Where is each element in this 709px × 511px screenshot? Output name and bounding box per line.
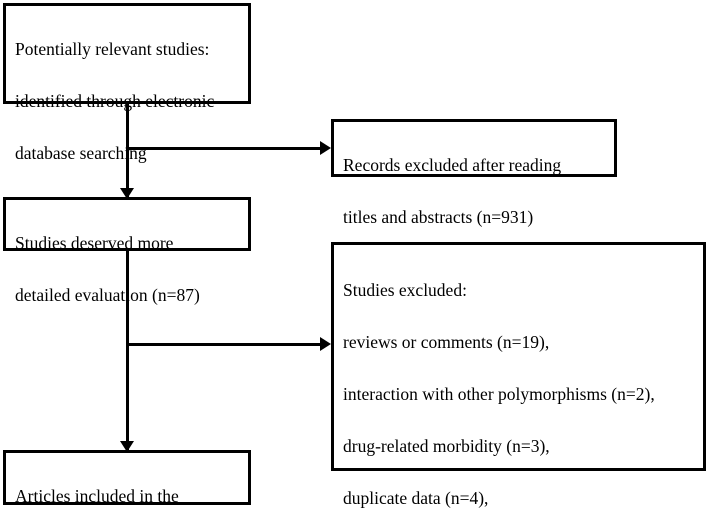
node-excluded-studies-line-1: Studies excluded: <box>343 280 467 300</box>
node-included-line-1: Articles included in the <box>15 486 179 506</box>
node-studies-excluded-reasons: Studies excluded: reviews or comments (n… <box>331 242 706 508</box>
node-deserved-line-1: Studies deserved more <box>15 233 174 253</box>
node-excluded-titles-line-2: titles and abstracts (n=931) <box>343 207 534 227</box>
connector-branch-to-excluded-titles <box>126 147 326 150</box>
connector-deserved-to-included <box>126 251 129 450</box>
node-excluded-studies-line-4: drug-related morbidity (n=3), <box>343 436 550 456</box>
node-identified-line-2: identified through electronic <box>15 91 215 111</box>
node-excluded-titles-line-1: Records excluded after reading <box>343 155 562 175</box>
connector-identified-to-deserved <box>126 104 129 197</box>
node-articles-included: Articles included in the meta-analysis (… <box>3 450 251 506</box>
arrowhead-down-icon <box>120 441 134 452</box>
node-excluded-studies-line-3: interaction with other polymorphisms (n=… <box>343 384 655 404</box>
node-records-excluded-titles-abstracts: Records excluded after reading titles an… <box>331 119 617 227</box>
node-identified-line-1: Potentially relevant studies: <box>15 39 210 59</box>
arrowhead-down-icon <box>120 188 134 199</box>
arrowhead-right-icon <box>320 141 331 155</box>
node-identified-studies: Potentially relevant studies: identified… <box>3 3 251 215</box>
connector-branch-to-excluded-studies <box>126 343 326 346</box>
node-identified-line-3: database searching <box>15 143 147 163</box>
node-deserved-line-2: detailed evaluation (n=87) <box>15 285 200 305</box>
arrowhead-right-icon <box>320 337 331 351</box>
node-studies-deserved-evaluation: Studies deserved more detailed evaluatio… <box>3 197 251 305</box>
node-excluded-studies-line-5: duplicate data (n=4), <box>343 488 489 508</box>
node-excluded-studies-line-2: reviews or comments (n=19), <box>343 332 550 352</box>
